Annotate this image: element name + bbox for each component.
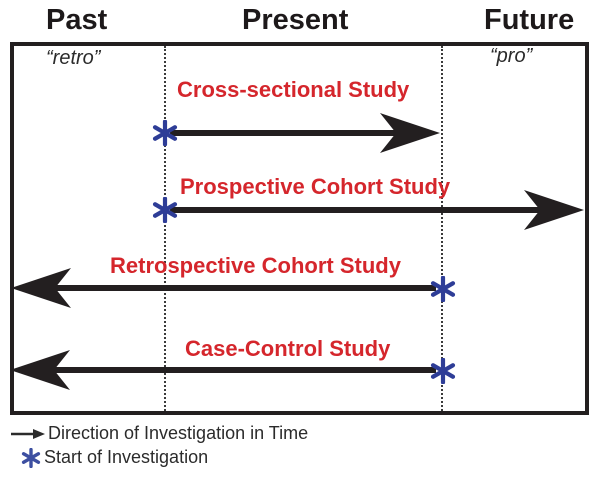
start-of-investigation-icon	[430, 276, 456, 302]
cross-sectional-arrow-icon	[170, 113, 440, 153]
legend-start-label: Start of Investigation	[44, 447, 209, 467]
timeline-header-present: Present	[242, 4, 349, 36]
timeline-header-future: Future	[484, 4, 575, 36]
start-of-investigation-icon	[152, 120, 178, 146]
prospective-cohort-study-label: Prospective Cohort Study	[180, 174, 451, 199]
start-of-investigation-icon	[152, 197, 178, 223]
pro-zone-label: “pro”	[490, 45, 533, 67]
direction-arrow-legend-icon	[11, 429, 45, 439]
legend-direction-label: Direction of Investigation in Time	[48, 423, 309, 443]
retrospective-cohort-arrow-icon	[11, 268, 436, 308]
timeline-header-past: Past	[46, 4, 108, 36]
start-of-investigation-icon	[430, 358, 456, 384]
case-control-arrow-icon	[10, 350, 436, 390]
present-future-boundary-line	[441, 46, 443, 411]
retrospective-cohort-study-label: Retrospective Cohort Study	[110, 253, 401, 278]
start-marker-legend-icon	[21, 448, 41, 468]
retro-zone-label: “retro”	[46, 47, 101, 69]
prospective-cohort-arrow-icon	[170, 190, 584, 230]
cross-sectional-study-label: Cross-sectional Study	[177, 77, 410, 102]
case-control-study-label: Case-Control Study	[185, 336, 391, 361]
past-present-boundary-line	[164, 46, 166, 411]
diagram-frame	[10, 42, 589, 415]
